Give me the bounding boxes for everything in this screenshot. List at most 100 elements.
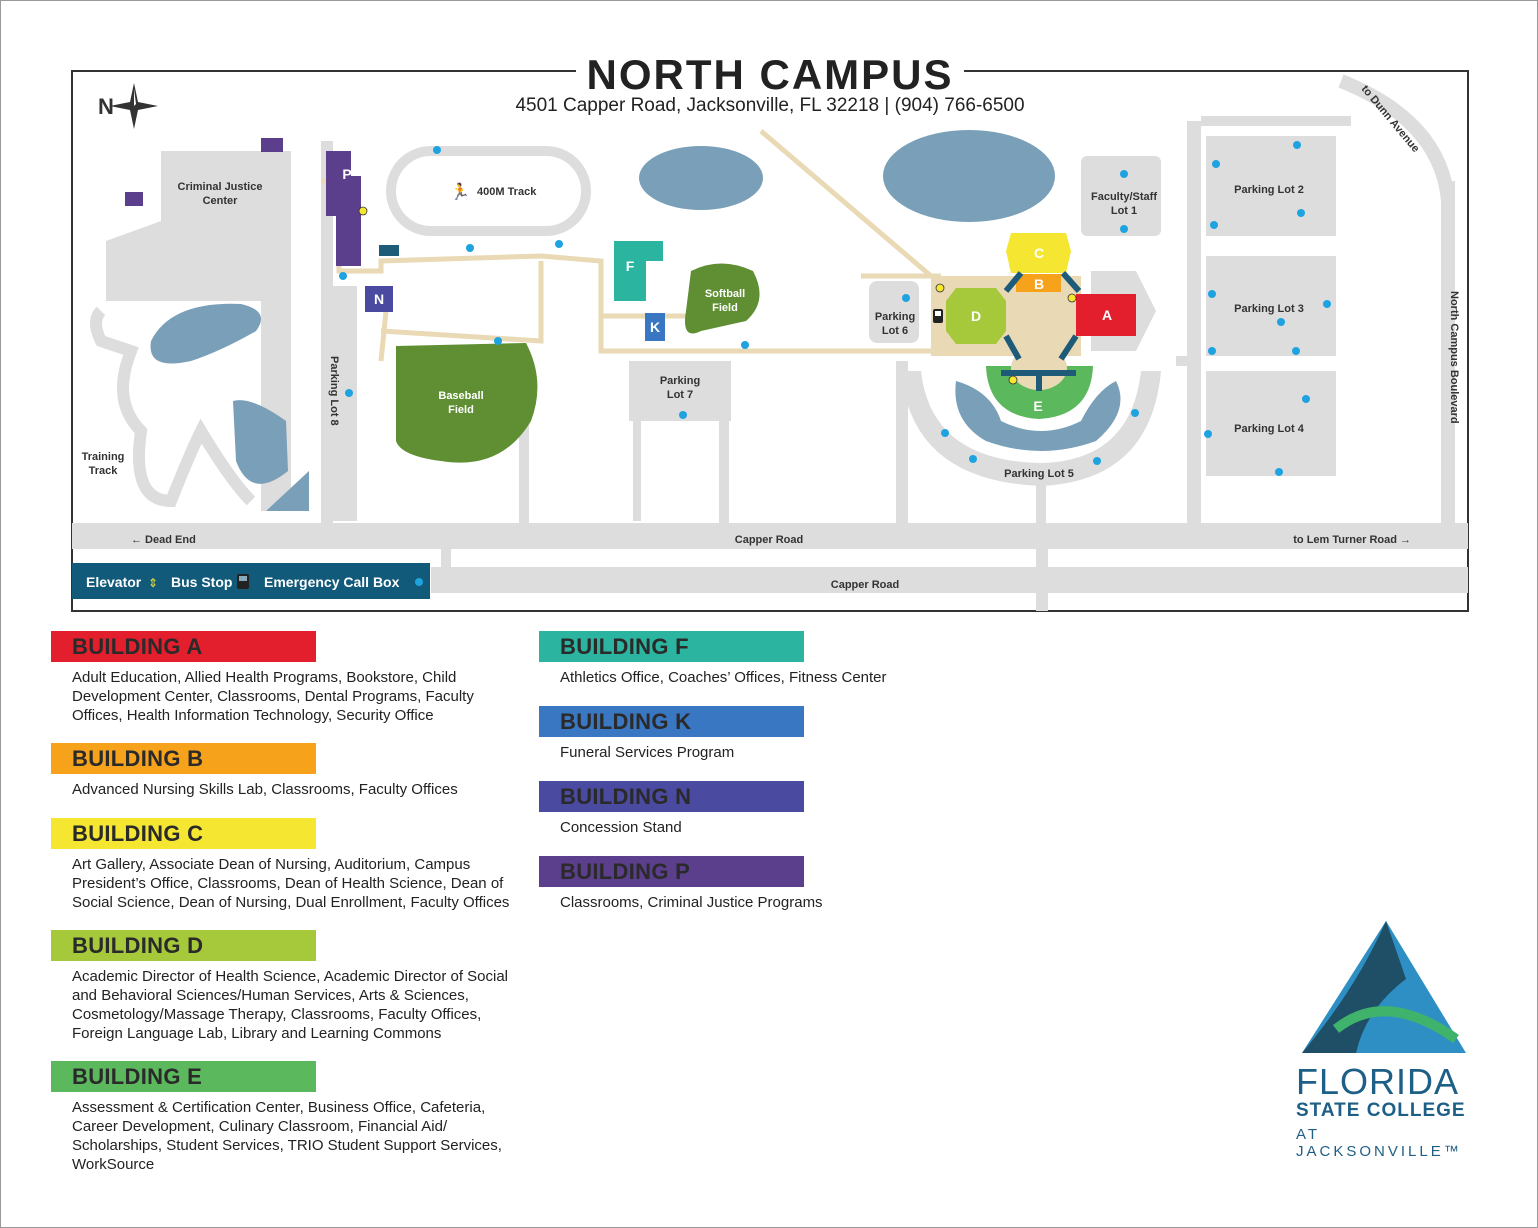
legend-building-f: BUILDING F Athletics Office, Coaches’ Off…: [539, 631, 1009, 687]
building-p[interactable]: [326, 151, 361, 266]
address: 4501 Capper Road, Jacksonville, FL 32218…: [515, 95, 1024, 116]
building-n[interactable]: [365, 286, 393, 312]
logo-florida: FLORIDA: [1296, 1061, 1460, 1102]
north-campus-blvd-label: North Campus Boulevard: [1448, 291, 1460, 424]
legend-bus-stop-label: Bus Stop: [171, 574, 232, 590]
training-track-label: Training: [82, 451, 125, 463]
lot-6-label-2: Lot 6: [882, 325, 908, 337]
compass-north-label: N: [98, 94, 114, 119]
criminal-justice-lot: [106, 151, 291, 511]
legend-building-n: BUILDING N Concession Stand: [539, 781, 1009, 837]
building-a[interactable]: [1076, 294, 1136, 336]
ponds: [150, 130, 1121, 511]
parking-lot-8: [331, 286, 357, 521]
legend-building-c: BUILDING C Art Gallery, Associate Dean of…: [51, 818, 521, 912]
400m-track: [386, 146, 591, 236]
college-logo: FLORIDA STATE COLLEGE AT JACKSONVILLE™: [1296, 919, 1476, 1160]
legend-building-description: Funeral Services Program: [560, 744, 735, 761]
lot-4-label: Parking Lot 4: [1234, 423, 1305, 435]
legend-building-heading: BUILDING K: [539, 706, 804, 737]
softball-label-2: Field: [712, 302, 738, 314]
baseball-label-2: Field: [448, 404, 474, 416]
legend-building-d: BUILDING D Academic Director of Health Sc…: [51, 930, 521, 1043]
building-p-annex: [261, 138, 283, 152]
lot-3-label: Parking Lot 3: [1234, 303, 1304, 315]
building-k[interactable]: [645, 313, 665, 341]
campus-map: NORTH CAMPUS 4501 Capper Road, Jacksonvi…: [71, 51, 1469, 612]
connectors: [1001, 271, 1082, 391]
softball-field: [685, 263, 760, 334]
roads: [72, 74, 1468, 611]
building-p-annex: [125, 192, 143, 206]
legend-building-heading: BUILDING E: [51, 1061, 316, 1092]
legend-building-description: Adult Education, Allied Health Programs,…: [72, 669, 474, 724]
logo-triangle-icon: [1302, 921, 1466, 1053]
legend-building-heading: BUILDING A: [51, 631, 316, 662]
legend-building-e: BUILDING E Assessment & Certification Cen…: [51, 1061, 521, 1174]
softball-label: Softball: [705, 288, 745, 300]
elevator-icon: ⇕: [148, 576, 158, 590]
building-f[interactable]: [614, 241, 663, 301]
lot-2-label: Parking Lot 2: [1234, 184, 1304, 196]
building-p-label: P: [342, 166, 351, 182]
legend-building-heading: BUILDING N: [539, 781, 804, 812]
legend-building-heading: BUILDING B: [51, 743, 316, 774]
training-track-label-2: Track: [89, 465, 119, 477]
building-d[interactable]: [946, 288, 1006, 344]
capper-road-label: Capper Road: [735, 534, 803, 546]
legend-building-heading: BUILDING P: [539, 856, 804, 887]
legend-building-heading: BUILDING F: [539, 631, 804, 662]
legend-building-description: Academic Director of Health Science, Aca…: [72, 968, 509, 1042]
legend-building-k: BUILDING K Funeral Services Program: [539, 706, 1009, 762]
baseball-label: Baseball: [438, 390, 483, 402]
legend-building-a: BUILDING A Adult Education, Allied Health…: [51, 631, 521, 725]
legend-building-description: Advanced Nursing Skills Lab, Classrooms,…: [72, 781, 458, 798]
building-c-label: C: [1034, 245, 1044, 261]
legend-elevator-label: Elevator: [86, 574, 142, 590]
legend-call-box-label: Emergency Call Box: [264, 574, 400, 590]
page-title: NORTH CAMPUS: [587, 51, 954, 98]
legend-building-description: Art Gallery, Associate Dean of Nursing, …: [72, 856, 510, 911]
elevator-icons: [358, 206, 1077, 385]
lot-7-label-2: Lot 7: [667, 389, 693, 401]
building-a-label: A: [1102, 307, 1112, 323]
compass-icon: [110, 83, 158, 129]
lot-5-label: Parking Lot 5: [1004, 468, 1074, 480]
legend-building-description: Concession Stand: [560, 819, 682, 836]
lot-6-label: Parking: [875, 311, 915, 323]
emergency-call-boxes: [339, 141, 1331, 476]
legend-building-p: BUILDING P Classrooms, Criminal Justice P…: [539, 856, 1009, 912]
legend-building-description: Athletics Office, Coaches’ Offices, Fitn…: [560, 669, 887, 686]
track-label: 400M Track: [477, 186, 537, 198]
legend-building-b: BUILDING B Advanced Nursing Skills Lab, C…: [51, 743, 521, 799]
building-n-label: N: [374, 291, 384, 307]
criminal-justice-label: Criminal Justice: [178, 181, 263, 193]
lot-8-label: Parking Lot 8: [328, 356, 340, 426]
lot-7-label: Parking: [660, 375, 700, 387]
call-box-icon: [415, 578, 423, 586]
legend-building-description: Assessment & Certification Center, Busin…: [72, 1099, 502, 1173]
logo-state-college: STATE COLLEGE: [1296, 1100, 1466, 1121]
building-d-label: D: [971, 308, 981, 324]
training-track: [90, 306, 256, 508]
lot-1-label: Faculty/Staff: [1091, 191, 1157, 203]
logo-at-jacksonville: AT JACKSONVILLE™: [1296, 1126, 1462, 1160]
building-f-label: F: [626, 258, 635, 274]
lot-1-label-2: Lot 1: [1111, 205, 1137, 217]
capper-road-label-2: Capper Road: [831, 579, 899, 591]
legend-building-heading: BUILDING C: [51, 818, 316, 849]
criminal-justice-label-2: Center: [203, 195, 239, 207]
runner-icon: 🏃: [450, 182, 470, 201]
map-legend-bar: [72, 563, 430, 599]
building-k-label: K: [650, 319, 660, 335]
structure: [379, 245, 399, 256]
building-b[interactable]: [1016, 274, 1061, 292]
building-e-label: E: [1033, 398, 1042, 414]
lem-turner-label: to Lem Turner Road →: [1293, 534, 1411, 546]
dead-end-label: ← Dead End: [131, 534, 196, 546]
legend-building-description: Classrooms, Criminal Justice Programs: [560, 894, 823, 911]
building-b-label: B: [1034, 276, 1044, 292]
building-c[interactable]: [1006, 233, 1071, 273]
legend-building-heading: BUILDING D: [51, 930, 316, 961]
bus-icon: [933, 309, 943, 323]
